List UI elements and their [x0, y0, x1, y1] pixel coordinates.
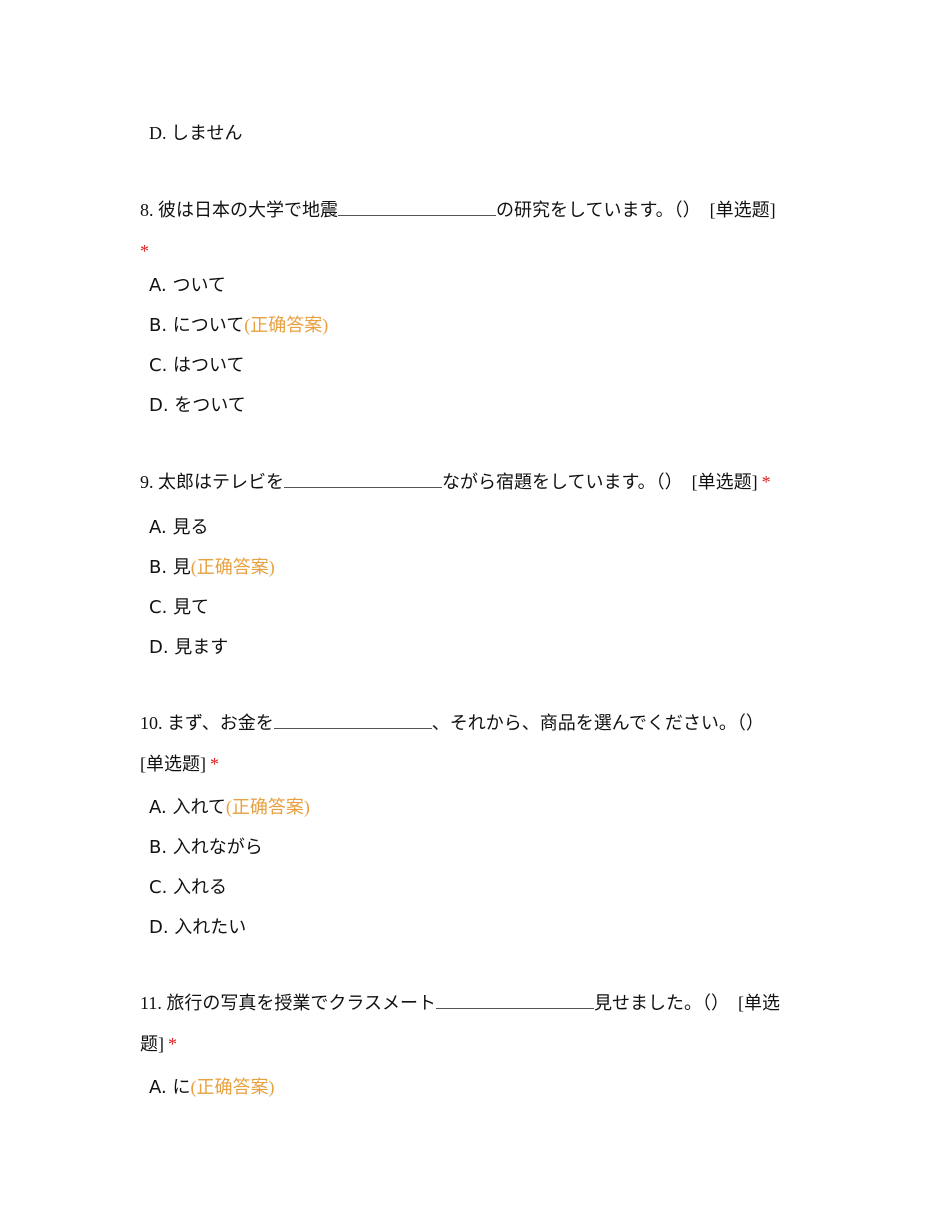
question-11: 11. 旅行の写真を授業でクラスメート見せました。（） [单选题]* [140, 983, 810, 1064]
required-marker: * [210, 754, 219, 774]
option[interactable]: A. ついて [149, 275, 226, 296]
correct-answer-badge: (正确答案) [190, 1077, 275, 1097]
answer-blank [284, 469, 442, 488]
question-8: 8. 彼は日本の大学で地震の研究をしています。（） [单选题]* [140, 190, 810, 271]
option[interactable]: C. はついて [149, 355, 245, 376]
prev-option-d: D. しません [149, 123, 243, 143]
option[interactable]: C. 入れる [149, 877, 228, 898]
answer-blank [338, 197, 496, 216]
option[interactable]: D. 見ます [149, 637, 229, 658]
option[interactable]: B. 見(正确答案) [149, 557, 275, 578]
option[interactable]: B. について(正确答案) [149, 315, 329, 336]
option[interactable]: B. 入れながら [149, 837, 263, 858]
required-marker: * [140, 241, 149, 261]
option[interactable]: D. 入れたい [149, 917, 247, 938]
option[interactable]: C. 見て [149, 597, 210, 618]
answer-blank [435, 990, 594, 1009]
correct-answer-badge: (正确答案) [225, 797, 310, 817]
option[interactable]: A. 見る [149, 517, 209, 538]
required-marker: * [761, 472, 771, 492]
required-marker: * [168, 1034, 177, 1054]
option[interactable]: A. に(正确答案) [149, 1077, 275, 1098]
correct-answer-badge: (正确答案) [244, 315, 329, 335]
correct-answer-badge: (正确答案) [190, 557, 275, 577]
option[interactable]: A. 入れて(正确答案) [149, 797, 310, 818]
option[interactable]: D. をついて [149, 395, 246, 416]
answer-blank [273, 710, 432, 729]
question-10: 10. まず、お金を、それから、商品を選んでください。（）[单选题]* [140, 703, 810, 784]
question-9: 9. 太郎はテレビをながら宿題をしています。（） [单选题]* [140, 462, 810, 503]
